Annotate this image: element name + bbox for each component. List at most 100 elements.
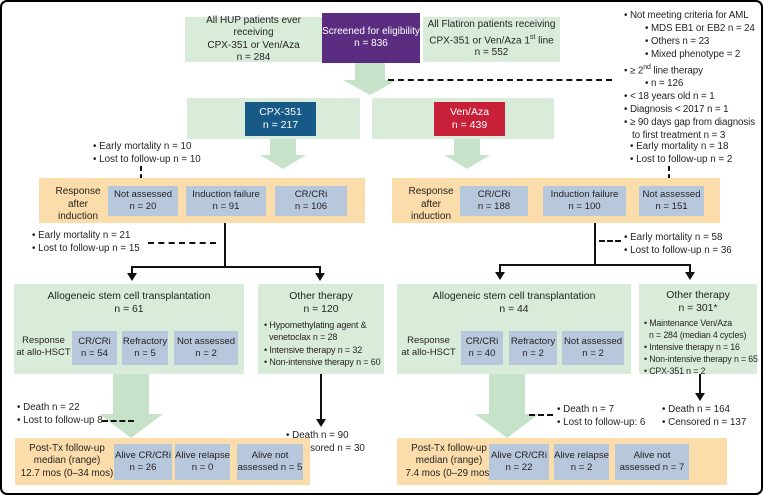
cell-line: Alive CR/CRi bbox=[115, 450, 171, 461]
cell-alive-not-assessed: Alive not assessed n = 5 bbox=[237, 444, 303, 480]
exclusion-line: • n = 126 bbox=[645, 78, 684, 90]
cell-not-assessed: Not assessed n = 2 bbox=[562, 331, 624, 365]
cell-alive-crcri: Alive CR/CRi n = 26 bbox=[114, 444, 172, 480]
other-n: n = 120 bbox=[303, 304, 339, 315]
cell-line: Alive CR/CRi bbox=[491, 450, 547, 461]
note-line: • Early mortality n = 10 bbox=[93, 141, 192, 152]
screened-n: n = 836 bbox=[354, 38, 388, 49]
label-line: median (range) bbox=[33, 455, 101, 467]
bullet-line: • CPX-351 n = 2 bbox=[644, 366, 706, 376]
flatiron-line2: CPX-351 or Ven/Aza 1st line bbox=[429, 32, 553, 48]
exclusion-line: • < 18 years old n = 1 bbox=[624, 91, 715, 103]
note-ven-pre: • Early mortality n = 18 • Lost to follo… bbox=[630, 140, 732, 166]
hsct-n: n = 44 bbox=[499, 304, 529, 315]
cell-line: n = 54 bbox=[81, 348, 108, 359]
note-line: • Early mortality n = 58 bbox=[624, 232, 723, 243]
cell-alive-crcri: Alive CR/CRi n = 22 bbox=[489, 444, 549, 480]
note-line: • Early mortality n = 18 bbox=[630, 141, 729, 152]
cell-line: CR/CRi bbox=[78, 336, 111, 347]
exclusion-sup: nd bbox=[643, 64, 651, 71]
note-line: • Censored n = 30 bbox=[286, 443, 365, 454]
cell-line: n = 2 bbox=[570, 462, 593, 473]
dashed-connector bbox=[148, 242, 216, 244]
exclusion-line-part: line therapy bbox=[650, 65, 703, 77]
cell-line: n = 0 bbox=[191, 462, 214, 473]
cell-not-assessed: Not assessed n = 20 bbox=[108, 186, 178, 216]
note-cpx-mid: • Early mortality n = 21 • Lost to follo… bbox=[32, 229, 140, 255]
ven-arm-box: Ven/Aza n = 439 bbox=[434, 102, 505, 136]
label-line: at allo-HSCT bbox=[401, 347, 456, 358]
hup-line2: CPX-351 or Ven/Aza bbox=[207, 39, 300, 51]
cell-line: n = 40 bbox=[468, 348, 496, 359]
exclusion-list: • Not meeting criteria for AML • MDS EB1… bbox=[624, 9, 755, 142]
note-ven-mid: • Early mortality n = 58 • Lost to follo… bbox=[624, 231, 732, 257]
note-line: • Death n = 7 bbox=[557, 404, 615, 415]
hup-line1: All HUP patients ever receiving bbox=[206, 14, 301, 39]
dashed-connector bbox=[388, 79, 612, 81]
cell-refractory: Refractory n = 2 bbox=[509, 331, 557, 365]
branch-line bbox=[699, 374, 701, 394]
note-line: • Early mortality n = 21 bbox=[32, 230, 131, 241]
cell-line: n = 188 bbox=[477, 201, 511, 212]
note-cpx-pre: • Early mortality n = 10 • Lost to follo… bbox=[93, 140, 201, 166]
arrowhead-icon bbox=[684, 272, 695, 280]
cell-line: n = 20 bbox=[129, 201, 157, 212]
exclusion-line: • Not meeting criteria for AML bbox=[624, 10, 749, 21]
label-line: Response after bbox=[55, 186, 101, 210]
label-line: induction bbox=[410, 211, 452, 222]
arrowhead-icon bbox=[315, 419, 326, 427]
arrowhead-icon bbox=[314, 273, 325, 281]
branch-line bbox=[131, 266, 133, 274]
note-cpx-hsct: • Death n = 22 • Lost to follow-up 8 bbox=[17, 401, 103, 427]
note-line: • Lost to follow-up n = 10 bbox=[93, 154, 201, 165]
other-bullets: • Maintenance Ven/Aza n = 284 (median 4 … bbox=[644, 317, 758, 377]
cell-line: Not assessed bbox=[642, 189, 701, 200]
bullet-line: n = 284 (median 4 cycles) bbox=[649, 330, 747, 340]
flatiron-line2-sup: st bbox=[529, 33, 536, 41]
branch-line bbox=[499, 264, 691, 266]
down-arrow-icon bbox=[444, 155, 490, 169]
cell-refractory: Refractory n = 5 bbox=[122, 331, 168, 365]
cell-line: Induction failure bbox=[192, 189, 260, 200]
cell-line: n = 2 bbox=[522, 348, 544, 359]
branch-line bbox=[499, 264, 501, 272]
cell-line: Not assessed bbox=[176, 336, 236, 347]
bullet-line: • Intensive therapy n = 16 bbox=[644, 342, 740, 352]
other-therapy-box-ven: Other therapy n = 301* • Maintenance Ven… bbox=[639, 284, 758, 377]
down-arrow-icon bbox=[343, 80, 397, 95]
label-line: Response after bbox=[408, 186, 454, 210]
branch-line bbox=[594, 223, 596, 266]
cell-line: n = 151 bbox=[655, 201, 688, 212]
hsct-response-label: Response at allo-HSCT bbox=[401, 335, 456, 359]
cell-line: Refractory bbox=[122, 336, 168, 347]
dashed-connector bbox=[102, 420, 134, 422]
note-ven-other: • Death n = 164 • Censored n = 137 bbox=[662, 403, 746, 429]
cell-line: Alive relapse bbox=[554, 450, 609, 461]
ven-arm-n: n = 439 bbox=[451, 119, 488, 131]
down-arrow-icon bbox=[270, 139, 296, 155]
bullet-line: • Non-intensive therapy n = 65 bbox=[644, 354, 758, 364]
cell-line: CR/CRi bbox=[477, 189, 511, 200]
down-arrow-icon bbox=[99, 414, 163, 438]
note-line: • Lost to follow-up 8 bbox=[17, 415, 103, 426]
exclusion-line: • Mixed phenotype = 2 bbox=[645, 49, 741, 60]
cell-not-assessed: Not assessed n = 151 bbox=[639, 186, 704, 216]
branch-line bbox=[131, 266, 321, 268]
dashed-connector bbox=[140, 166, 142, 179]
exclusion-line: • Diagnosis < 2017 n = 1 bbox=[624, 104, 729, 116]
cpx-arm-box: CPX-351 n = 217 bbox=[245, 102, 316, 136]
down-arrow-icon bbox=[113, 374, 149, 414]
hup-patients-box: All HUP patients ever receiving CPX-351 … bbox=[185, 14, 322, 63]
other-title: Other therapy bbox=[666, 290, 730, 301]
exclusion-line-part: • ≥ 2 bbox=[624, 65, 644, 77]
note-line: • Lost to follow-up: 6 bbox=[557, 417, 646, 428]
flatiron-line2a: CPX-351 or Ven/Aza 1 bbox=[429, 34, 530, 46]
bullet-line: • Non-intensive therapy n = 60 bbox=[264, 357, 381, 368]
cell-line: Alive not bbox=[251, 450, 289, 461]
cell-line: CR/CRi bbox=[294, 189, 328, 200]
bullet-line: • Hypomethylating agent & bbox=[264, 320, 367, 330]
cell-crcri: CR/CRi n = 54 bbox=[72, 331, 117, 365]
arrowhead-icon bbox=[694, 393, 705, 401]
exclusion-line: • Others n = 23 bbox=[645, 36, 710, 47]
